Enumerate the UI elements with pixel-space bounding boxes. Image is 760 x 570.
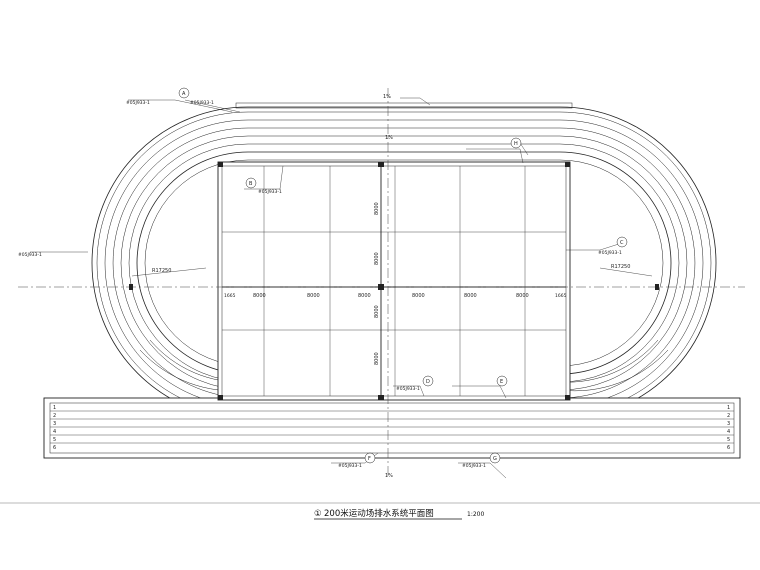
legend-marker-g: G — [493, 456, 497, 462]
ref-code-b: #05J933-1 — [190, 100, 214, 106]
field-inner — [221, 165, 567, 397]
lane-number-3-left: 3 — [53, 421, 56, 427]
width-dim-2: 8000 — [307, 293, 320, 299]
radius-label-left: R17250 — [152, 268, 171, 274]
legend-circle-b — [245, 177, 257, 189]
ref-code-c: #05J933-1 — [18, 252, 42, 258]
ref-code-g: #05J933-1 — [338, 463, 362, 469]
legend-circle-g — [489, 452, 501, 464]
straight-lane-lines — [50, 410, 734, 444]
reference-tags: #05J933-1 #05J933-1 #05J933-1 #05J933-1 … — [18, 100, 622, 469]
drawing-title: ① 200米运动场排水系统平面图 1:200 — [314, 508, 484, 520]
lane-number-3-right: 3 — [727, 421, 730, 427]
legend-circle-h — [510, 137, 522, 149]
ref-code-e: #05J933-1 — [598, 250, 622, 256]
straight-inner — [49, 402, 735, 454]
lane-number-6-left: 6 — [53, 445, 56, 451]
ref-code-d: #05J933-1 — [258, 189, 282, 195]
lane-number-6-right: 6 — [727, 445, 730, 451]
lane-number-4-right: 4 — [727, 429, 730, 435]
lane-number-2-left: 2 — [53, 413, 56, 419]
lane-number-5-left: 5 — [53, 437, 56, 443]
legend-marker-f: F — [368, 456, 371, 462]
field — [217, 161, 571, 401]
height-dim-3: 8000 — [374, 305, 380, 318]
ref-code-h: #05J933-1 — [462, 463, 486, 469]
drain-grates — [129, 162, 659, 400]
height-dims: 8000 8000 8000 8000 — [374, 202, 380, 365]
width-dim-6: 8000 — [516, 293, 529, 299]
legend-circle-f — [364, 452, 376, 464]
height-dim-4: 8000 — [374, 352, 380, 365]
lane-number-1-left: 1 — [53, 405, 56, 411]
title-scale: 1:200 — [467, 511, 484, 518]
legend-marker-e: E — [500, 379, 503, 385]
lane-number-1-right: 1 — [727, 405, 730, 411]
ref-code-a: #05J933-1 — [126, 100, 150, 106]
radius-label-right: R17250 — [611, 264, 630, 270]
end-dim-right: 1665 — [555, 293, 567, 299]
straight-track — [43, 339, 741, 459]
ref-code-f: #05J933-1 — [396, 386, 420, 392]
radius-labels: R17250 R17250 — [131, 264, 653, 277]
width-dim-1: 8000 — [253, 293, 266, 299]
slope-label-top: 1% — [383, 94, 391, 100]
lane-number-4-left: 4 — [53, 429, 56, 435]
legend-circle-d — [422, 375, 434, 387]
top-drain-channel — [235, 102, 573, 109]
height-dim-1: 8000 — [374, 202, 380, 215]
slope-labels: 1% 1% 1% — [383, 94, 393, 479]
height-dim-2: 8000 — [374, 252, 380, 265]
width-dim-5: 8000 — [464, 293, 477, 299]
title-index: ① — [314, 509, 322, 519]
legend-marker-a: A — [182, 91, 186, 97]
field-grid — [222, 166, 566, 396]
lane-number-5-right: 5 — [727, 437, 730, 443]
legend-circle-e — [496, 375, 508, 387]
legend-marker-h: H — [514, 141, 518, 147]
dimension-row: 1665 1665 8000 8000 8000 8000 8000 8000 — [224, 293, 567, 299]
end-dim-left: 1665 — [224, 293, 236, 299]
lane-numbers: 1 2 3 4 5 6 1 2 3 4 5 6 — [53, 405, 730, 451]
top-drain — [235, 102, 573, 109]
legend-circle-a — [178, 87, 190, 99]
legend-marker-b: B — [249, 181, 253, 187]
slope-label-field: 1% — [385, 135, 393, 141]
field-outer — [217, 161, 571, 401]
legend-circles — [178, 87, 628, 464]
legend-marker-text: A B C D E F G H — [182, 91, 624, 462]
legend-circle-c — [616, 236, 628, 248]
width-dim-4: 8000 — [412, 293, 425, 299]
legend-marker-c: C — [620, 240, 624, 246]
lane-number-2-right: 2 — [727, 413, 730, 419]
width-dim-3: 8000 — [358, 293, 371, 299]
slope-label-bottom: 1% — [385, 473, 393, 479]
legend-marker-d: D — [426, 379, 430, 385]
title-text: 200米运动场排水系统平面图 — [324, 508, 434, 519]
straight-outer — [43, 397, 741, 459]
